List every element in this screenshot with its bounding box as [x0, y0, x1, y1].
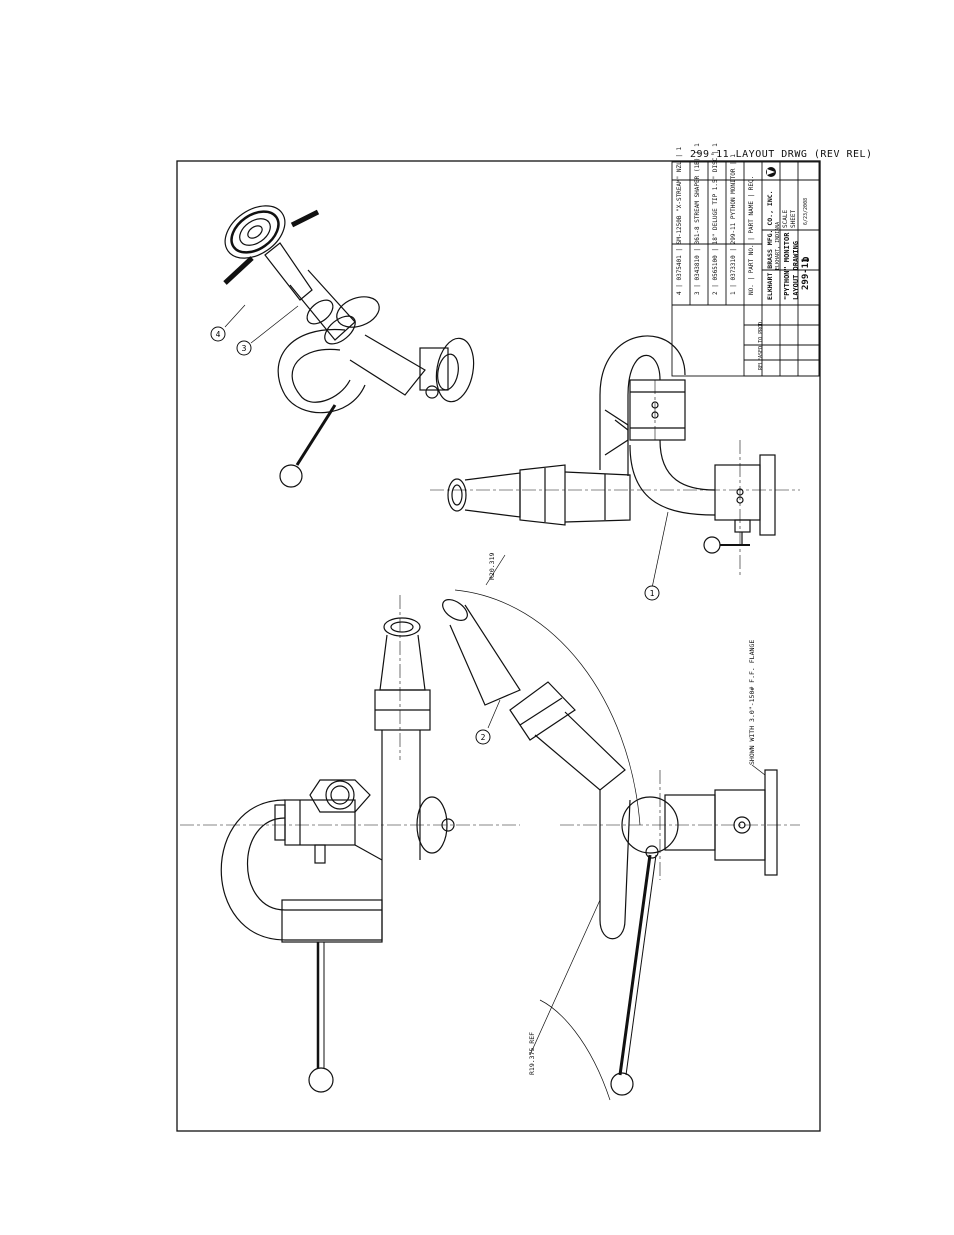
radius-dimension: R20.319: [488, 552, 496, 580]
sheet-label: SHEET: [790, 209, 797, 228]
flange-note: SHOWN WITH 3.0"-150# F.F. FLANGE: [748, 639, 756, 765]
parts-header: NO. | PART NO. | PART NAME | REQ.: [748, 175, 755, 295]
radius-ref-dimension: R19.375 REF: [528, 1031, 536, 1075]
sheet-border: [176, 160, 821, 1132]
parts-row-3: 3 | 0343810 | 361-8 STREAM SHAPER (1B) |…: [694, 143, 701, 295]
company-location: ELKHART, INDIANA: [775, 221, 781, 270]
revision-letter: D: [802, 256, 812, 262]
balloon-1: 1: [644, 585, 660, 601]
svg-text:3: 3: [242, 344, 247, 353]
balloon-4: 4: [210, 326, 226, 342]
title-block: [671, 161, 820, 377]
revision-note: RELEASED TO PROD.: [758, 318, 764, 370]
drawing-description: LAYOUT DRAWING: [792, 240, 800, 300]
top-view: [180, 595, 520, 1093]
parts-row-2: 2 | 0565100 | 18" DELUGE TIP 1.5" DISC |…: [712, 143, 719, 295]
side-view: [430, 335, 800, 589]
drawing-date: 6/23/2008: [803, 197, 809, 225]
isometric-view: [223, 205, 475, 488]
svg-text:4: 4: [216, 330, 221, 339]
svg-text:1: 1: [650, 589, 655, 598]
elevation-view: [442, 554, 800, 1101]
balloon-3: 3: [236, 340, 252, 356]
parts-row-4: 4 | 0375401 | SM-1250B "X-STREAM" NZL | …: [676, 146, 683, 295]
parts-row-1: 1 | 0373310 | 299-11 PYTHON MONITOR | 1: [730, 154, 737, 295]
drawing-header-title: 299-11 LAYOUT DRWG (REV REL): [690, 149, 873, 160]
company-name: ELKHART BRASS MFG. CO., INC.: [766, 190, 774, 300]
svg-text:2: 2: [481, 733, 486, 742]
company-logo-icon: [766, 167, 776, 177]
product-name: "PYTHON" MONITOR: [783, 232, 791, 300]
balloon-2: 2: [475, 729, 491, 745]
scale-label: SCALE: [782, 209, 789, 228]
drawing-number: 299-11: [801, 257, 811, 290]
